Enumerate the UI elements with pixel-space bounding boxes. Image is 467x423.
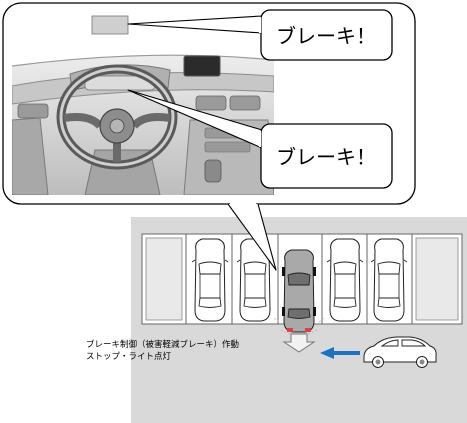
parking-lot-panel [131,217,467,423]
parked-car [326,238,364,322]
brake-control-caption: ブレーキ制御（被害軽減ブレーキ）作動 ストップ・ライト点灯 [86,339,239,363]
cluster-alert-callout: ブレーキ！ [127,89,393,189]
caption-line-brake-control: ブレーキ制御（被害軽減ブレーキ）作動 [86,340,240,350]
rear-sensor-zone [273,317,325,336]
view-connector [227,201,277,271]
cluster-alert-text: ブレーキ！ [276,145,376,169]
caption-line-stop-light: ストップ・ライト点灯 [86,352,172,362]
display-alert-callout: ブレーキ！ [127,9,393,61]
parking-space-lines [185,234,413,324]
approach-arrow [320,347,360,359]
dashboard-illustration [12,40,274,195]
alert-direction-arrow [282,333,316,353]
steering-wheel [56,64,178,170]
own-vehicle [282,249,316,333]
parked-car [370,238,408,322]
center-display-marker [91,15,129,35]
display-alert-text: ブレーキ！ [276,24,376,48]
parked-car [191,238,229,322]
